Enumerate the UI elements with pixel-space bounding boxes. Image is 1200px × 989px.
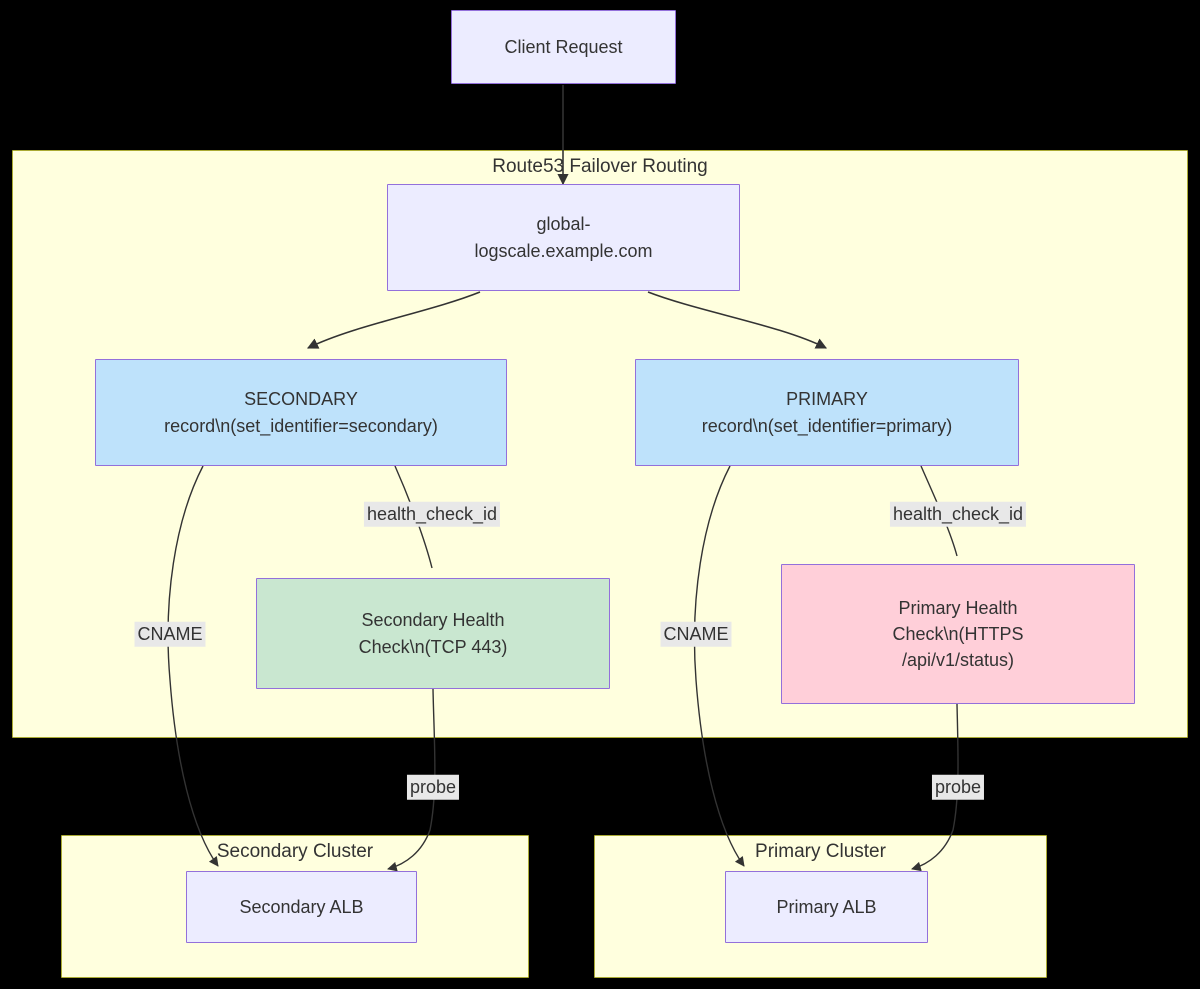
node-domain-line2: logscale.example.com: [474, 240, 653, 261]
node-client-request-label: Client Request: [504, 36, 623, 57]
node-primary-alb[interactable]: Primary ALB: [725, 871, 928, 943]
edge-label-secondary-probe: probe: [406, 774, 460, 800]
node-secondary-record-line1: SECONDARY: [244, 389, 358, 410]
edge-label-secondary-health-check-id: health_check_id: [363, 501, 501, 527]
node-secondary-alb-label: Secondary ALB: [239, 896, 364, 917]
edge-label-primary-probe: probe: [931, 774, 985, 800]
node-secondary-record-line2: record\n(set_identifier=secondary): [164, 415, 438, 436]
edge-label-primary-health-check-id: health_check_id: [889, 501, 1027, 527]
node-primary-alb-label: Primary ALB: [776, 896, 877, 917]
node-primary-health-check-line3: /api/v1/status): [901, 650, 1015, 671]
node-primary-record-line2: record\n(set_identifier=primary): [701, 415, 953, 436]
edge-label-secondary-cname: CNAME: [134, 621, 206, 647]
cluster-label-secondary: Secondary Cluster: [216, 841, 374, 862]
node-client-request[interactable]: Client Request: [451, 10, 676, 84]
cluster-label-primary: Primary Cluster: [755, 841, 886, 862]
node-secondary-alb[interactable]: Secondary ALB: [186, 871, 417, 943]
node-secondary-record[interactable]: SECONDARY record\n(set_identifier=second…: [95, 359, 507, 466]
node-primary-record[interactable]: PRIMARY record\n(set_identifier=primary): [635, 359, 1019, 466]
node-secondary-health-check[interactable]: Secondary Health Check\n(TCP 443): [256, 578, 610, 689]
cluster-label-route53: Route53 Failover Routing: [492, 156, 708, 177]
node-domain[interactable]: global- logscale.example.com: [387, 184, 740, 291]
node-primary-record-line1: PRIMARY: [786, 389, 868, 410]
edge-label-primary-cname: CNAME: [660, 621, 732, 647]
node-primary-health-check-line1: Primary Health: [898, 597, 1018, 618]
node-domain-line1: global-: [536, 214, 591, 235]
node-secondary-health-check-line1: Secondary Health: [361, 610, 505, 631]
node-primary-health-check[interactable]: Primary Health Check\n(HTTPS /api/v1/sta…: [781, 564, 1135, 704]
node-secondary-health-check-line2: Check\n(TCP 443): [358, 636, 508, 657]
node-primary-health-check-line2: Check\n(HTTPS: [892, 623, 1024, 644]
